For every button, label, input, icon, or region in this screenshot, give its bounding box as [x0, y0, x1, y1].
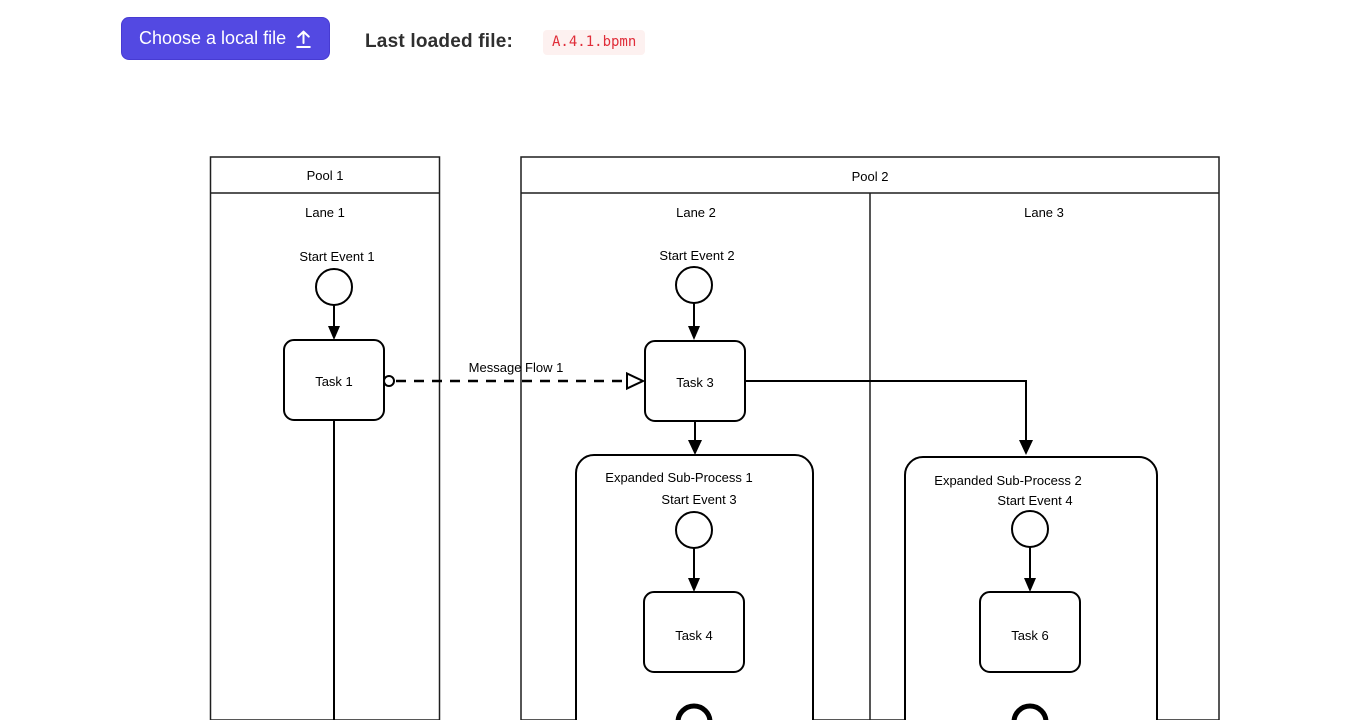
start-event-1-group[interactable]: Start Event 1 — [299, 249, 375, 306]
message-flow-1[interactable]: Message Flow 1 — [383, 360, 646, 391]
start-event-1[interactable] — [315, 268, 353, 306]
choose-file-button[interactable]: Choose a local file — [121, 17, 331, 60]
task-1-group[interactable]: Task 1 — [283, 339, 385, 421]
task-3-group[interactable]: Task 3 — [644, 340, 746, 422]
start-event-2-group[interactable]: Start Event 2 — [659, 248, 735, 304]
lane-1-label: Lane 1 — [305, 205, 345, 220]
task-3-label: Task 3 — [676, 375, 714, 390]
task-4[interactable] — [643, 591, 745, 673]
task-6[interactable] — [979, 591, 1081, 673]
pool-2[interactable]: Pool 2 Lane 2 Lane 3 — [520, 156, 1220, 720]
pool-1[interactable]: Pool 1 Lane 1 — [209, 156, 441, 720]
start-event-1-label: Start Event 1 — [299, 249, 374, 264]
task-1-label: Task 1 — [315, 374, 353, 389]
start-event-4[interactable] — [1011, 510, 1049, 548]
task-3[interactable] — [644, 340, 746, 422]
choose-file-button-label: Choose a local file — [139, 28, 287, 48]
subprocess-1-label: Expanded Sub-Process 1 — [605, 470, 752, 485]
end-event-1[interactable] — [675, 703, 713, 720]
loaded-file-badge: A.4.1.bpmn — [543, 30, 646, 55]
task-4-label: Task 4 — [675, 628, 713, 643]
start-event-2[interactable] — [675, 266, 713, 304]
upload-icon — [295, 29, 312, 49]
start-event-2-label: Start Event 2 — [659, 248, 734, 263]
subprocess-1[interactable]: Expanded Sub-Process 1 Start Event 3 Tas… — [575, 454, 814, 720]
subprocess-2[interactable]: Expanded Sub-Process 2 Start Event 4 Tas… — [904, 456, 1158, 720]
pool-2-label: Pool 2 — [852, 169, 889, 184]
end-event-2[interactable] — [1011, 703, 1049, 720]
task-6-label: Task 6 — [1011, 628, 1049, 643]
last-loaded-label: Last loaded file: — [365, 31, 514, 52]
header-bar: Choose a local file Last loaded file: A.… — [0, 0, 1368, 78]
pool-1-label: Pool 1 — [307, 168, 344, 183]
subprocess-2-label: Expanded Sub-Process 2 — [934, 473, 1081, 488]
message-flow-1-label: Message Flow 1 — [469, 360, 564, 375]
task-1[interactable] — [283, 339, 385, 421]
start-event-4-label: Start Event 4 — [997, 493, 1072, 508]
lane-2-label: Lane 2 — [676, 205, 716, 220]
start-event-3-label: Start Event 3 — [661, 492, 736, 507]
start-event-3[interactable] — [675, 511, 713, 549]
lane-3-label: Lane 3 — [1024, 205, 1064, 220]
